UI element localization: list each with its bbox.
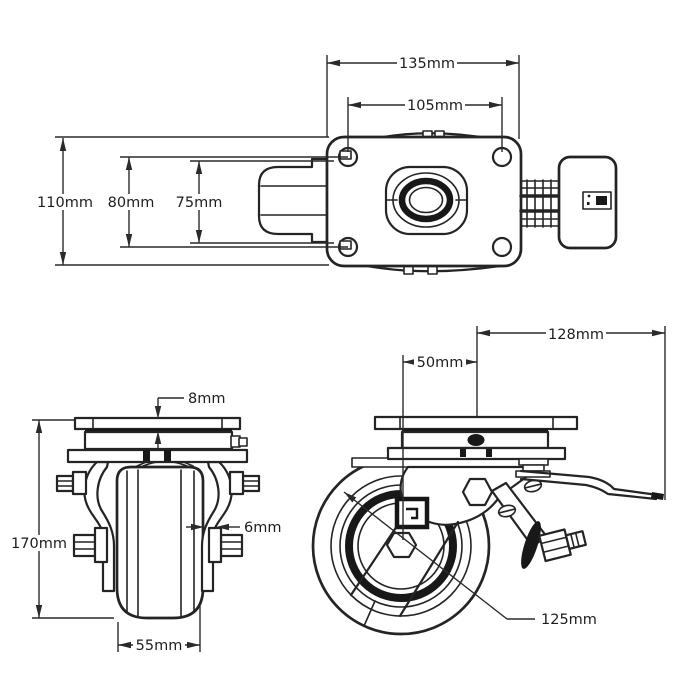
dim-overall-depth: 110mm bbox=[35, 136, 329, 266]
wheel-label-icon bbox=[394, 496, 430, 530]
fork-side-view bbox=[349, 457, 542, 618]
side-view-drawing bbox=[311, 415, 664, 636]
dim-fork-width: 75mm bbox=[173, 160, 334, 244]
dim-label-80mm: 80mm bbox=[108, 195, 155, 211]
upper-axle-bolt bbox=[55, 470, 88, 496]
fork-leg-right bbox=[200, 460, 261, 593]
dim-hole-spacing-depth: 80mm bbox=[105, 156, 348, 248]
wheel-top-view bbox=[257, 157, 329, 244]
front-view-drawing bbox=[55, 416, 261, 620]
brake-pedal-top-view bbox=[557, 155, 618, 250]
slotted-screw bbox=[497, 504, 517, 518]
dim-label-135mm: 135mm bbox=[399, 56, 455, 72]
dim-label-105mm: 105mm bbox=[407, 98, 463, 114]
slotted-screw bbox=[523, 479, 543, 493]
kingpin-hex-bolt bbox=[461, 477, 494, 507]
dim-label-75mm: 75mm bbox=[176, 195, 223, 211]
dim-label-55mm: 55mm bbox=[136, 638, 183, 654]
dim-label-110mm: 110mm bbox=[37, 195, 93, 211]
dim-wall-thickness: 6mm bbox=[186, 520, 281, 536]
dim-wheel-width: 55mm bbox=[117, 606, 201, 654]
brake-pedal-lever bbox=[519, 469, 664, 501]
dim-hole-spacing-width: 105mm bbox=[347, 97, 503, 152]
dim-wheel-diameter: 125mm bbox=[343, 491, 597, 628]
upper-axle-bolt bbox=[228, 470, 261, 496]
kingpin-dot bbox=[467, 434, 485, 446]
dim-label-170mm: 170mm bbox=[11, 536, 67, 552]
brake-pad bbox=[521, 521, 541, 569]
lower-plate-front-view bbox=[66, 448, 249, 464]
dim-label-6mm: 6mm bbox=[244, 520, 281, 536]
dim-overall-height: 170mm bbox=[9, 419, 114, 619]
dim-label-125mm: 125mm bbox=[541, 612, 597, 628]
plates-side-view bbox=[373, 415, 579, 461]
pedal-label-icon bbox=[582, 191, 612, 210]
bolt-hole bbox=[491, 236, 513, 258]
dim-label-50mm: 50mm bbox=[417, 355, 464, 371]
dim-plate-thickness: 8mm bbox=[154, 391, 225, 449]
dimension-annotations: 135mm 105mm 110mm bbox=[9, 55, 666, 654]
top-plate-front-view bbox=[73, 416, 242, 431]
dim-overall-length: 128mm bbox=[476, 326, 666, 500]
dim-swivel-offset: 50mm bbox=[402, 354, 477, 540]
top-plate-side-view bbox=[373, 415, 579, 431]
brake-mechanism-side-view bbox=[490, 458, 664, 569]
grub-screw bbox=[230, 435, 248, 448]
swivel-bearing-top-view bbox=[384, 165, 469, 236]
wheel-front-view bbox=[115, 465, 205, 620]
lower-plate-side-view bbox=[386, 446, 567, 461]
dim-label-8mm: 8mm bbox=[188, 391, 225, 407]
axle-hex-nut bbox=[385, 531, 418, 559]
top-view-drawing bbox=[257, 130, 618, 275]
axle-bolt-side bbox=[538, 528, 587, 563]
lower-axle-nut bbox=[72, 526, 109, 564]
dim-overall-width: 135mm bbox=[326, 55, 520, 139]
lower-axle-nut bbox=[207, 526, 244, 564]
fork-leg-left bbox=[55, 460, 116, 593]
dim-label-128mm: 128mm bbox=[548, 327, 604, 343]
